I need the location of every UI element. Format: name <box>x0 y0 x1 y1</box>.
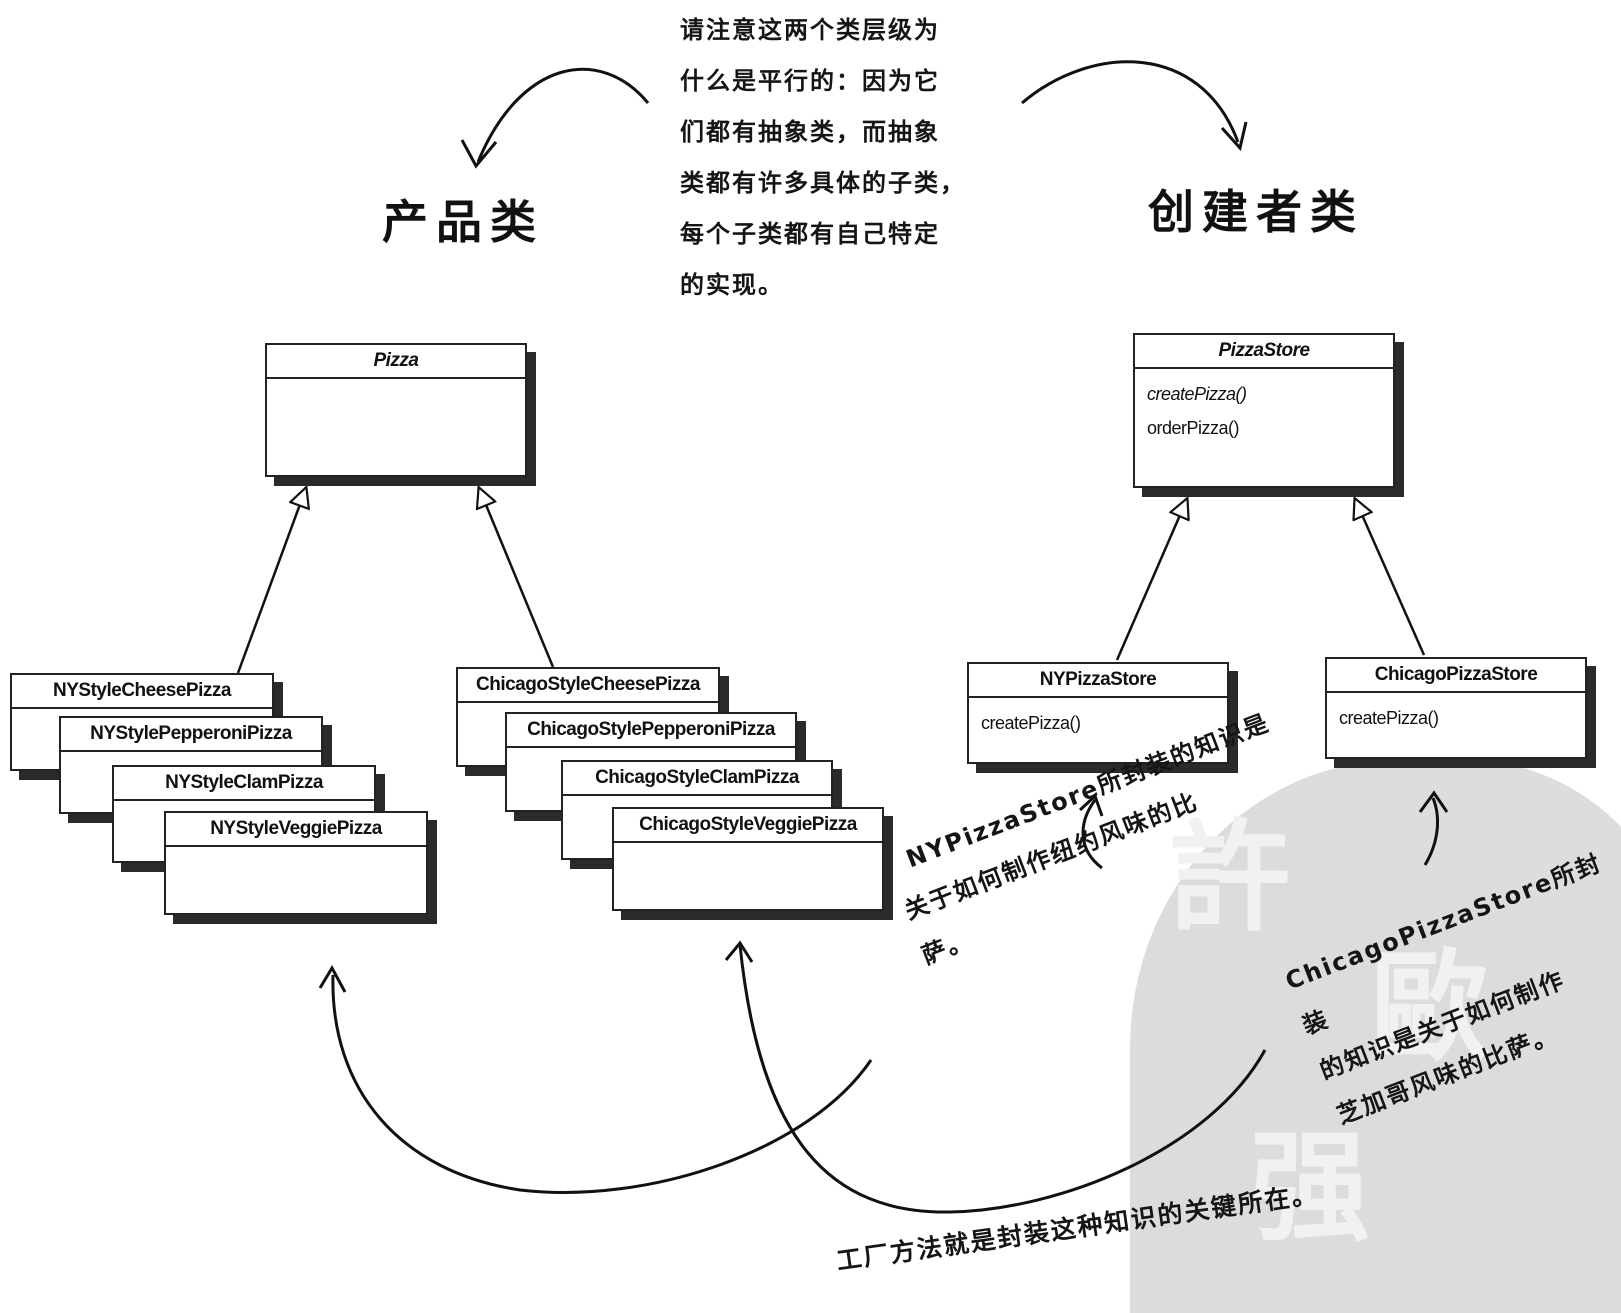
method-create-pizza: createPizza() <box>981 713 1081 733</box>
method-list: createPizza() orderPizza() <box>1135 369 1393 453</box>
arrow-ny-knowledge-head <box>318 964 347 993</box>
parallel-hierarchy-note: 请注意这两个类层级为 什么是平行的：因为它 们都有抽象类，而抽象 类都有许多具体… <box>680 5 966 311</box>
class-name: NYStyleVeggiePizza <box>166 813 426 847</box>
class-name: ChicagoStylePepperoniPizza <box>507 714 795 748</box>
class-chicago-style-veggie-pizza: ChicagoStyleVeggiePizza <box>612 807 884 911</box>
class-name: ChicagoStyleVeggiePizza <box>614 809 882 843</box>
note-line: 每个子类都有自己特定 <box>680 220 940 248</box>
watermark-glyph: 歐 <box>1370 937 1490 1078</box>
inherit-chicagostore-to-pizzastore <box>1355 499 1426 656</box>
arrow-to-creator-head <box>1220 121 1248 152</box>
class-chicago-pizza-store: ChicagoPizzaStore createPizza() <box>1325 657 1587 759</box>
class-name: ChicagoPizzaStore <box>1327 659 1585 693</box>
arrow-chicago-knowledge-head <box>724 940 754 963</box>
arrow-ny-knowledge-to-ny-pizzas <box>331 974 873 1194</box>
method-list: createPizza() <box>969 698 1227 748</box>
class-name: NYStyleClamPizza <box>114 767 374 801</box>
class-pizza: Pizza <box>265 343 527 477</box>
class-ny-pizza-store: NYPizzaStore createPizza() <box>967 662 1229 764</box>
inherit-chicago-to-pizza <box>479 488 555 668</box>
class-name: ChicagoStyleCheesePizza <box>458 669 718 703</box>
arrow-to-product-head <box>460 139 498 169</box>
class-name: PizzaStore <box>1135 335 1393 369</box>
watermark-glyph: 許 <box>1170 807 1290 948</box>
note-line: 类都有许多具体的子类， <box>680 169 966 197</box>
method-create-pizza: createPizza() <box>1147 384 1247 404</box>
inherit-nystore-to-pizzastore <box>1115 499 1187 661</box>
method-create-pizza: createPizza() <box>1339 708 1439 728</box>
arrow-to-creator-title <box>1021 60 1240 143</box>
class-pizza-store: PizzaStore createPizza() orderPizza() <box>1133 333 1395 488</box>
arrow-to-product-title <box>476 67 650 163</box>
class-name: NYStyleCheesePizza <box>12 675 272 709</box>
note-line: 什么是平行的：因为它 <box>680 67 940 95</box>
method-order-pizza: orderPizza() <box>1147 418 1240 438</box>
note-line: 请注意这两个类层级为 <box>680 16 940 44</box>
note-line: 的实现。 <box>680 271 784 299</box>
inherit-ny-to-pizza <box>236 488 306 674</box>
product-section-title: 产品类 <box>382 195 544 249</box>
watermark-glyph: 强 <box>1250 1117 1370 1258</box>
class-name: NYStylePepperoniPizza <box>61 718 321 752</box>
class-name: Pizza <box>267 345 525 379</box>
note-line: 们都有抽象类，而抽象 <box>680 118 940 146</box>
class-name: NYPizzaStore <box>969 664 1227 698</box>
method-list: createPizza() <box>1327 693 1585 743</box>
class-name: ChicagoStyleClamPizza <box>563 762 831 796</box>
class-ny-style-veggie-pizza: NYStyleVeggiePizza <box>164 811 428 915</box>
creator-section-title: 创建者类 <box>1148 185 1364 239</box>
